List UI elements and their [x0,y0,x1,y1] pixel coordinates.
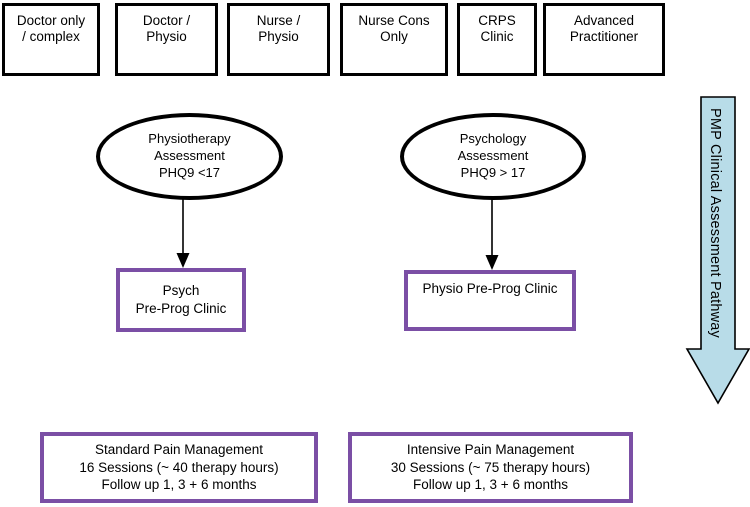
programme-box-standard-pain-management: Standard Pain Management 16 Sessions (~ … [40,432,318,503]
assessment-ellipse-physiotherapy: Physiotherapy Assessment PHQ9 <17 [96,113,283,200]
programme-sessions: 16 Sessions (~ 40 therapy hours) [79,459,279,475]
referral-source-box-doctor-only-complex: Doctor only / complex [2,3,100,76]
assessment-ellipse-psychology: Psychology Assessment PHQ9 > 17 [400,113,586,200]
referral-source-box-nurse-cons-only: Nurse Cons Only [340,3,448,76]
referral-source-box-advanced-practitioner: Advanced Practitioner [543,3,665,76]
connector-arrow-physio-to-psych-clinic [176,198,190,268]
assessment-line2: Assessment [457,148,529,164]
referral-source-line2: Practitioner [569,29,639,45]
referral-source-box-crps-clinic: CRPS Clinic [457,3,537,76]
assessment-line1: Physiotherapy [148,131,231,147]
assessment-line2: Assessment [154,148,225,164]
referral-source-line2: Physio [146,29,187,45]
referral-source-line1: Nurse Cons [358,13,430,28]
referral-source-box-doctor-physio: Doctor / Physio [115,3,218,76]
referral-source-line2: Physio [258,29,299,45]
pathway-label: PMP Clinical Assessment Pathway [707,108,723,338]
referral-source-line1: CRPS [478,13,516,28]
connector-arrow-psychology-to-physio-clinic [485,198,499,270]
referral-source-line2: Only [380,29,408,45]
assessment-phq9-score: PHQ9 <17 [158,164,221,180]
programme-box-intensive-pain-management: Intensive Pain Management 30 Sessions (~… [348,432,633,503]
programme-followup: Follow up 1, 3 + 6 months [413,477,568,493]
pre-prog-clinic-line1: Physio Pre-Prog Clinic [422,281,558,296]
referral-source-line1: Doctor / [142,13,191,28]
referral-source-line1: Nurse / [256,13,301,28]
referral-source-line1: Advanced [573,13,635,28]
programme-followup: Follow up 1, 3 + 6 months [101,477,257,493]
referral-source-line2: / complex [22,29,80,45]
pathway-block-arrow [685,96,750,405]
referral-source-box-nurse-physio: Nurse / Physio [227,3,330,76]
programme-name: Intensive Pain Management [406,441,575,457]
assessment-phq9-score: PHQ9 > 17 [460,164,526,180]
programme-sessions: 30 Sessions (~ 75 therapy hours) [390,459,591,475]
assessment-line1: Psychology [459,131,527,147]
referral-source-line1: Doctor only [16,13,86,28]
pre-prog-clinic-line1: Psych [162,283,200,299]
pre-programme-clinic-box-psych: Psych Pre-Prog Clinic [116,268,246,332]
referral-source-line2: Clinic [480,29,514,45]
programme-name: Standard Pain Management [94,441,264,457]
pre-prog-clinic-line2: Pre-Prog Clinic [135,301,227,316]
pre-programme-clinic-box-physio: Physio Pre-Prog Clinic [404,270,576,331]
